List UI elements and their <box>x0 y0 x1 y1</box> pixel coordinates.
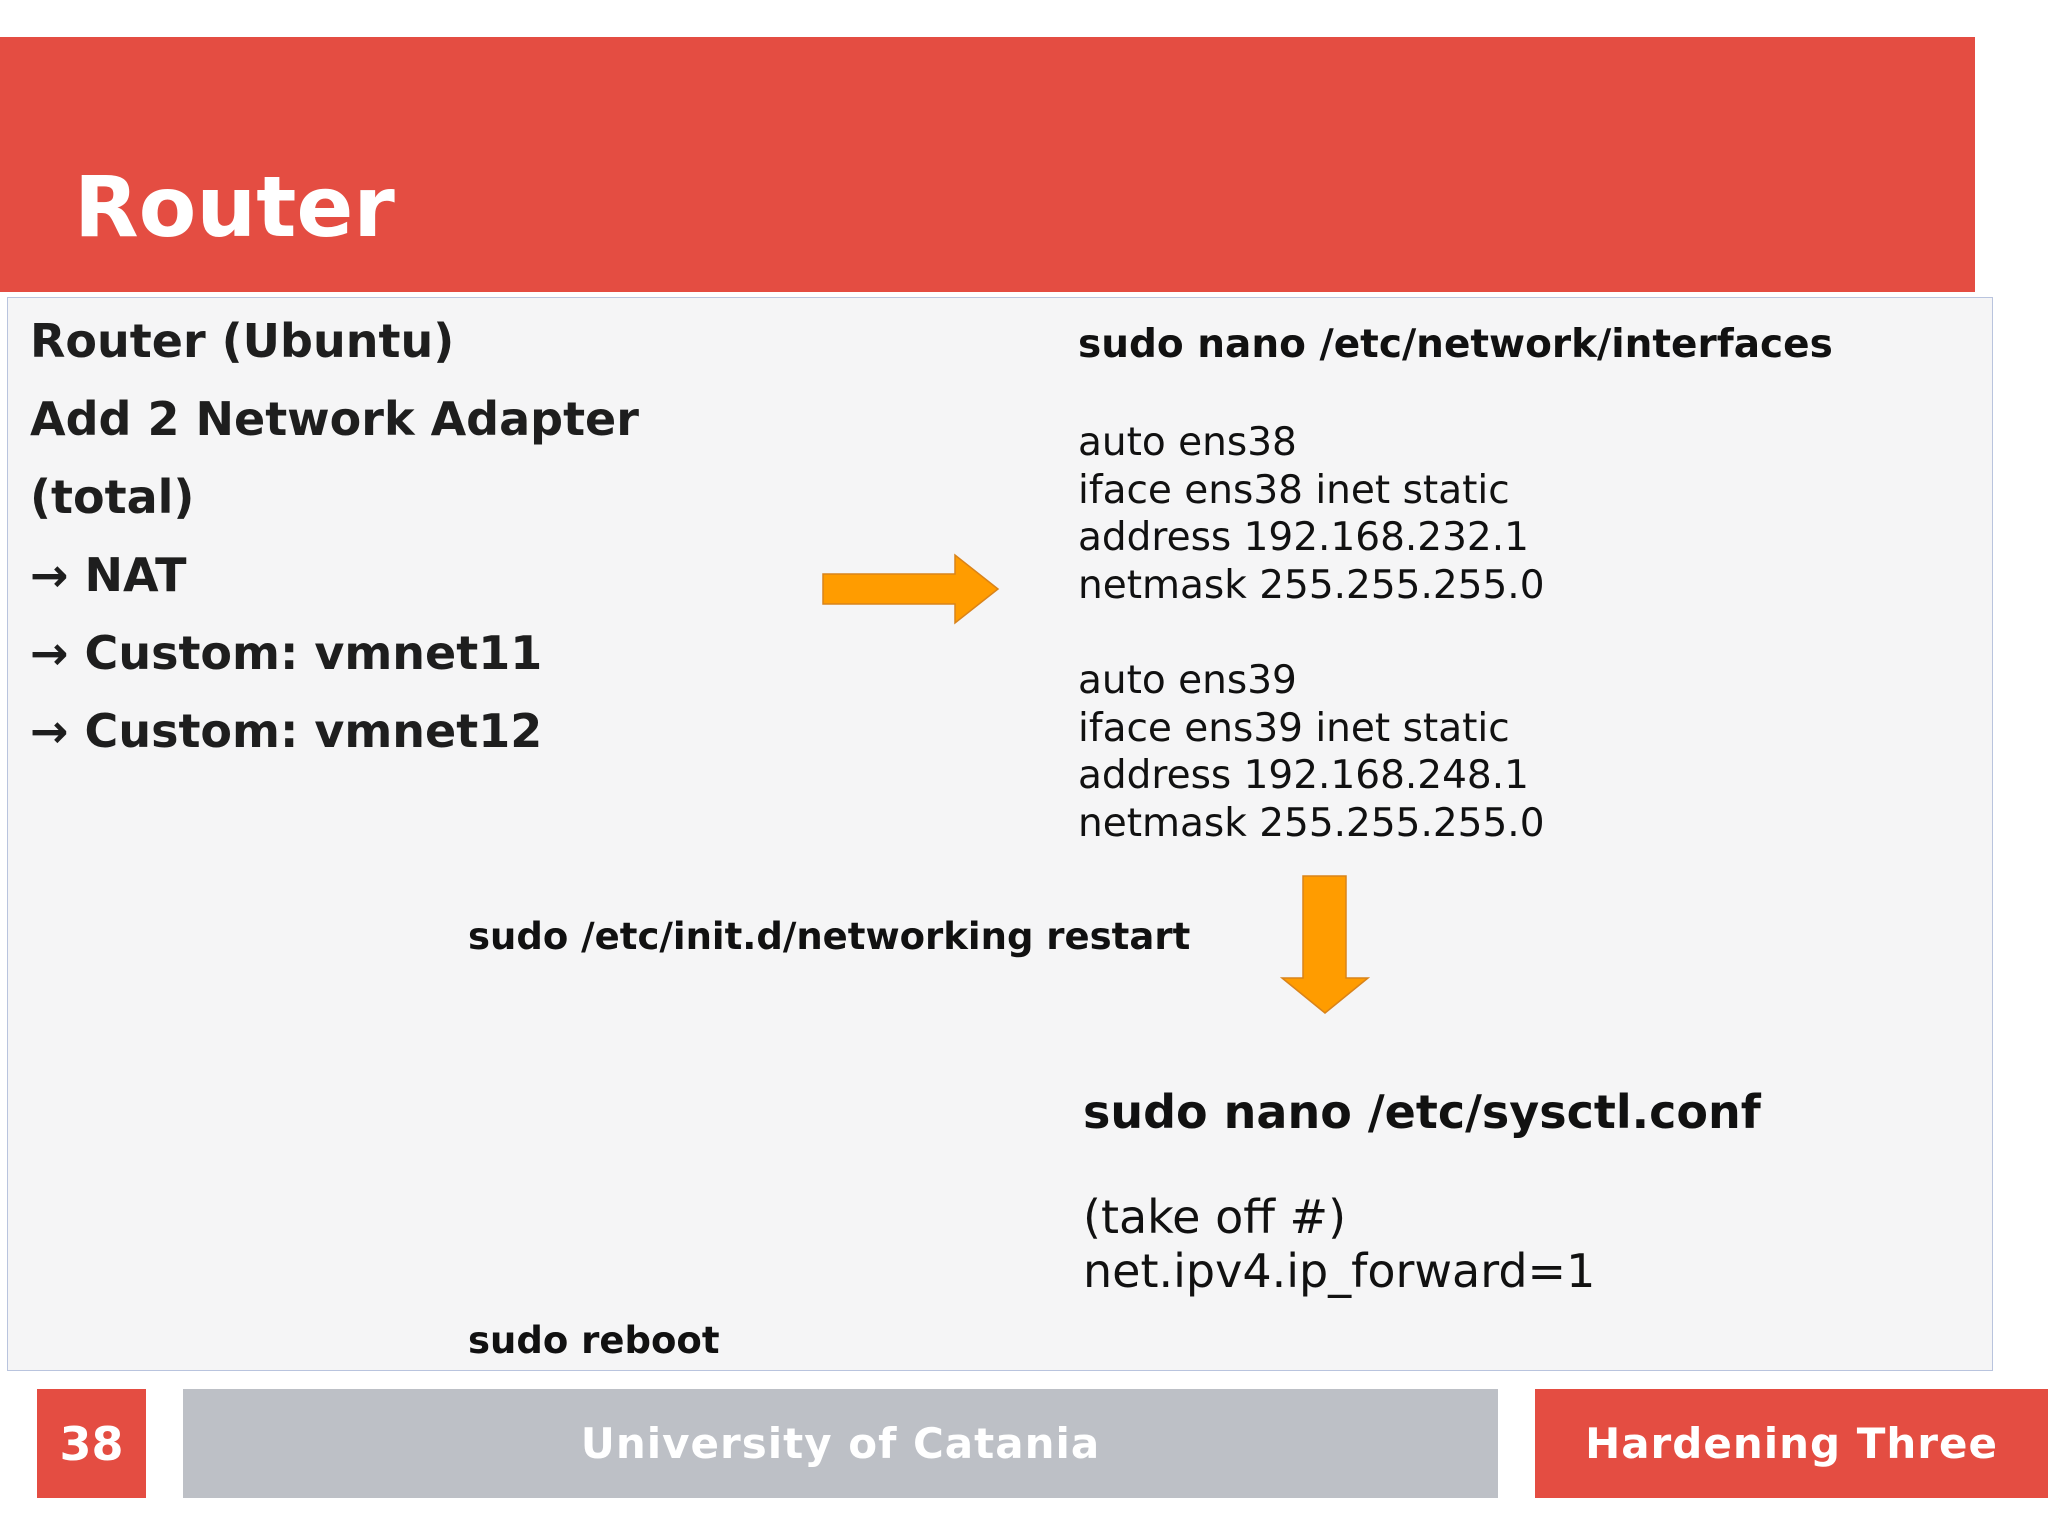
interface-config-ens38: auto ens38 iface ens38 inet static addre… <box>1078 419 1545 609</box>
sysctl-note: (take off #) <box>1083 1190 1347 1244</box>
sysctl-command: sudo nano /etc/sysctl.conf <box>1083 1085 1761 1139</box>
list-item: → Custom: vmnet12 <box>30 704 543 758</box>
adapter-list: Router (Ubuntu) Add 2 Network Adapter (t… <box>30 314 639 782</box>
config-line: auto ens39 <box>1078 658 1297 703</box>
config-line: iface ens38 inet static <box>1078 467 1510 513</box>
sysctl-setting: net.ipv4.ip_forward=1 <box>1083 1244 1596 1298</box>
interface-config-ens39: auto ens39 iface ens39 inet static addre… <box>1078 657 1545 847</box>
sysctl-config: (take off #) net.ipv4.ip_forward=1 <box>1083 1190 1595 1298</box>
footer-institution: University of Catania <box>183 1389 1498 1498</box>
reboot-command: sudo reboot <box>468 1319 720 1362</box>
config-line: address 192.168.232.1 <box>1078 515 1529 560</box>
page-number: 38 <box>37 1389 146 1498</box>
config-line: iface ens39 inet static <box>1078 705 1510 751</box>
content-panel <box>7 297 1993 1371</box>
interfaces-command: sudo nano /etc/network/interfaces <box>1078 322 1833 367</box>
config-line: netmask 255.255.255.0 <box>1078 562 1545 608</box>
footer-course: Hardening Three <box>1535 1389 2048 1498</box>
list-item: → NAT <box>30 548 187 602</box>
title-bar <box>0 37 1975 292</box>
list-item: Router (Ubuntu) <box>30 314 455 368</box>
arrow-right-icon <box>822 553 1000 625</box>
config-line: auto ens38 <box>1078 420 1297 465</box>
config-line: netmask 255.255.255.0 <box>1078 800 1545 846</box>
slide-title: Router <box>74 158 395 256</box>
arrow-down-icon <box>1279 875 1371 1014</box>
restart-command: sudo /etc/init.d/networking restart <box>468 915 1191 958</box>
list-item: (total) <box>30 470 195 524</box>
config-line: address 192.168.248.1 <box>1078 753 1529 798</box>
list-item: Add 2 Network Adapter <box>30 392 639 446</box>
list-item: → Custom: vmnet11 <box>30 626 543 680</box>
